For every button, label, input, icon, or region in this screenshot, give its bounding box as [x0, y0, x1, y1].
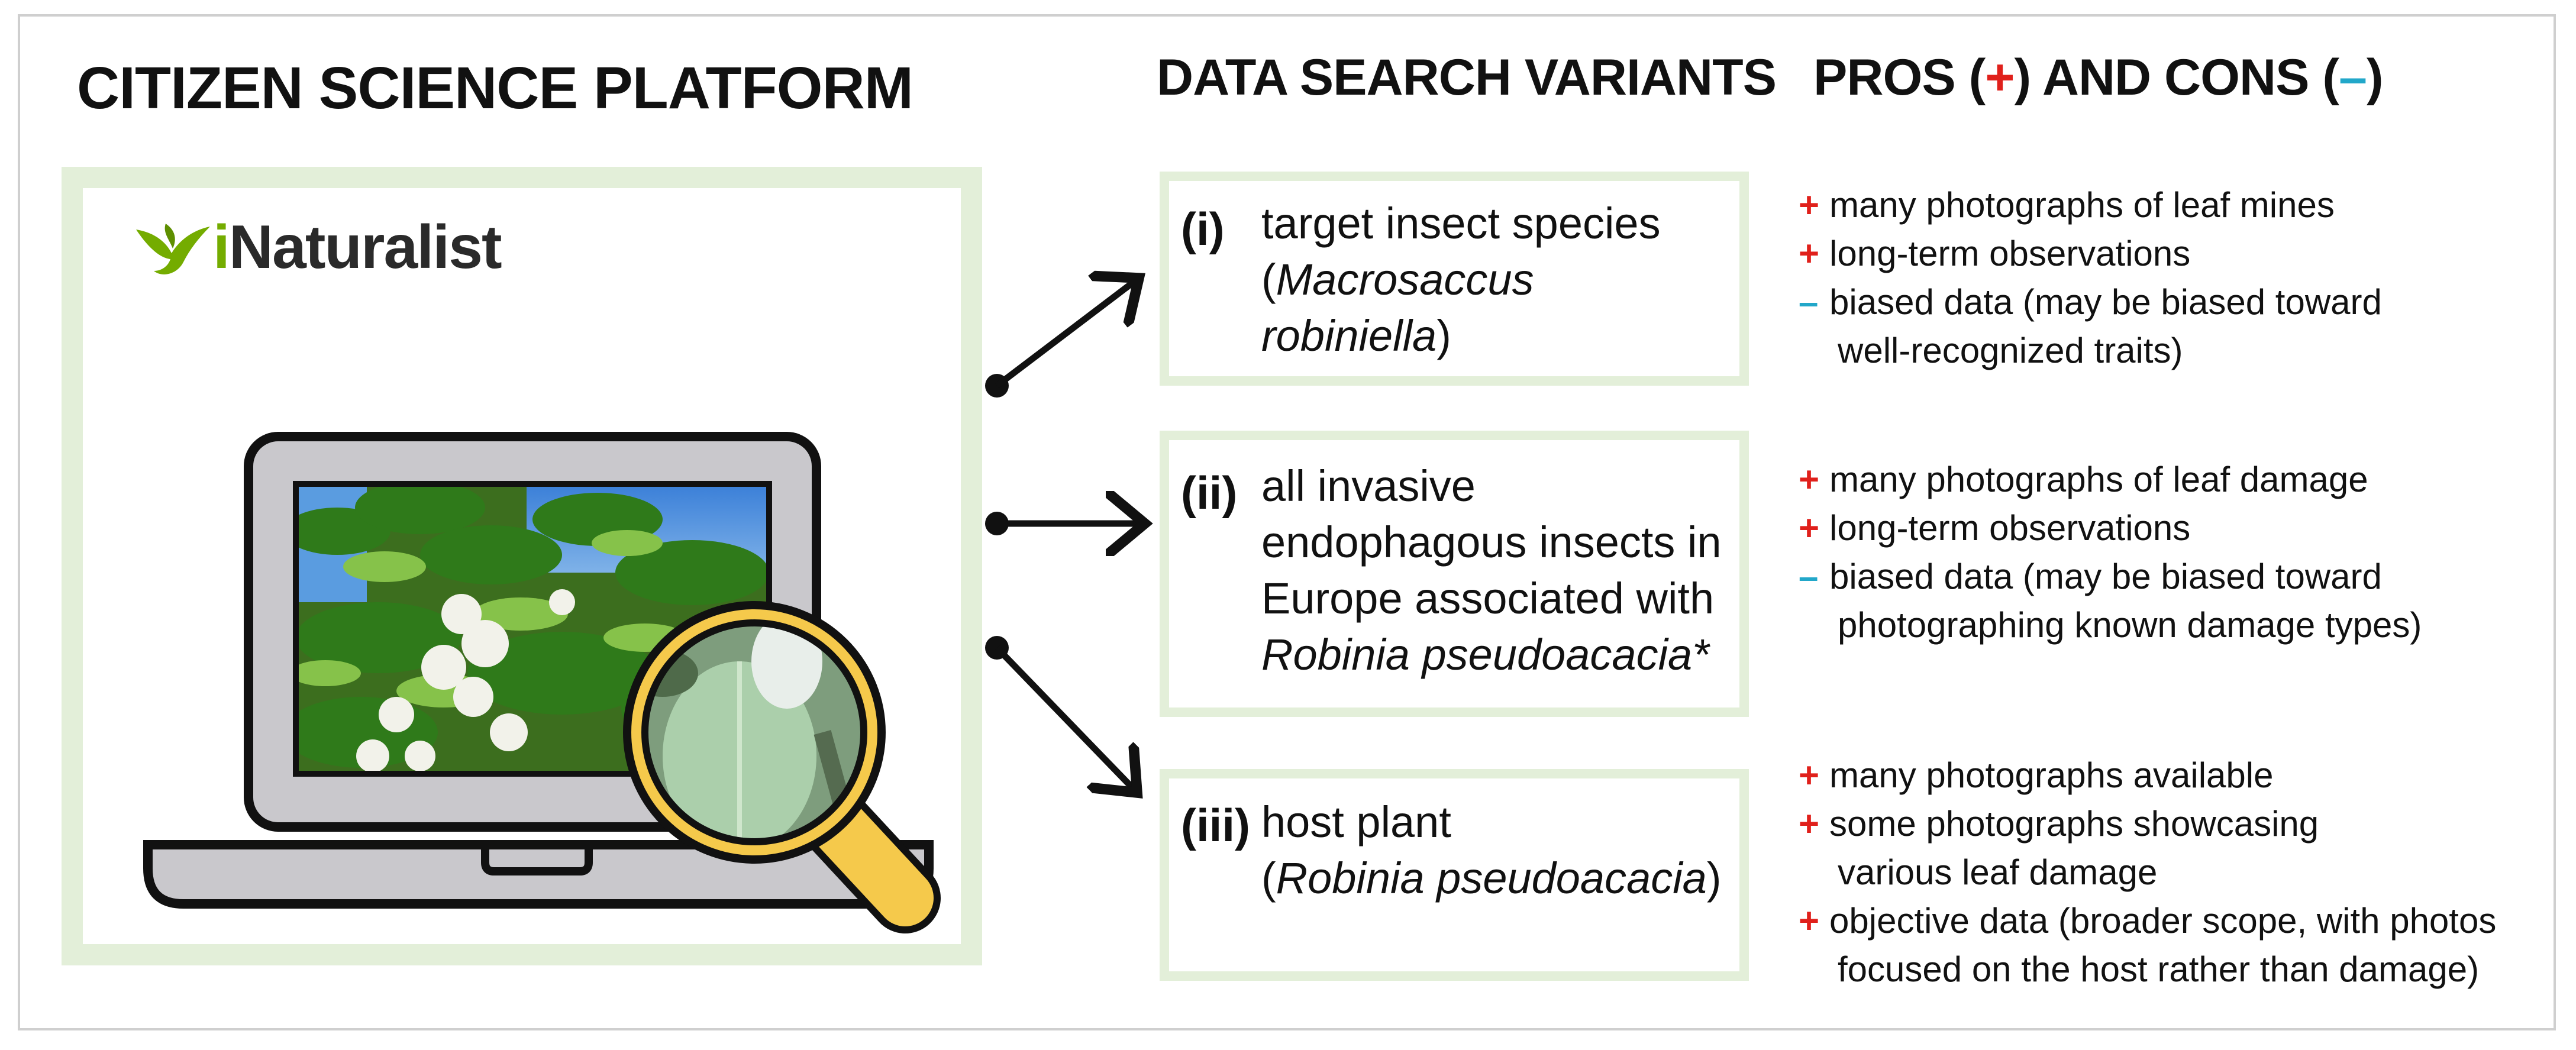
inaturalist-logo: iNaturalist — [130, 212, 502, 283]
platform-panel-inner: iNaturalist — [83, 188, 961, 944]
variant-i-text: target insect species (Macrosaccus robin… — [1261, 199, 1661, 360]
pros-cons-item: +long-term observations — [1799, 234, 2191, 273]
pros-cons-list-i: +many photographs of leaf mines +long-te… — [1799, 181, 2382, 375]
variant-ii-box: (ii) all invasive endophagous insects in… — [1160, 431, 1749, 717]
pros-cons-list-iii: +many photographs available +some photog… — [1799, 751, 2496, 994]
pros-cons-item: +many photographs available — [1799, 755, 2274, 795]
screen-photo — [296, 484, 769, 774]
pros-cons-list-ii: +many photographs of leaf damage +long-t… — [1799, 455, 2422, 650]
pros-cons-item: +many photographs of leaf damage — [1799, 460, 2368, 499]
pros-cons-title: PROS (+) AND CONS (–) — [1813, 49, 2384, 106]
pros-cons-item: focused on the host rather than damage) — [1838, 949, 2480, 989]
pros-cons-item: –biased data (may be biased toward — [1799, 557, 2382, 596]
arrow-to-variant-i — [985, 278, 1139, 398]
variant-ii-number: (ii) — [1181, 467, 1238, 519]
figure-frame — [18, 14, 2556, 1030]
plus-sign: + — [1985, 49, 2015, 106]
variant-ii-text: all invasive endophagous insects in Euro… — [1261, 461, 1722, 679]
variant-iii-box: (iii) host plant (Robinia pseudoacacia) — [1160, 769, 1749, 981]
arrow-to-variant-ii — [985, 512, 1145, 535]
pros-cons-item: –biased data (may be biased toward — [1799, 282, 2382, 322]
laptop-illustration — [143, 432, 941, 933]
pros-cons-item: +objective data (broader scope, with pho… — [1799, 901, 2497, 941]
platform-panel: iNaturalist — [62, 167, 982, 965]
inaturalist-wordmark: iNaturalist — [213, 212, 502, 282]
pros-cons-item: photographing known damage types) — [1838, 605, 2422, 645]
search-variants-title: DATA SEARCH VARIANTS — [1157, 49, 1777, 106]
platform-title: CITIZEN SCIENCE PLATFORM — [77, 55, 913, 121]
pros-cons-item: +many photographs of leaf mines — [1799, 185, 2335, 225]
pros-cons-item: +some photographs showcasing — [1799, 804, 2319, 844]
pros-cons-item: various leaf damage — [1838, 852, 2158, 892]
minus-sign: – — [2339, 49, 2367, 106]
bird-icon — [136, 224, 210, 274]
magnifier-icon — [623, 601, 941, 933]
pros-cons-item: +long-term observations — [1799, 508, 2191, 548]
arrow-to-variant-iii — [985, 636, 1137, 793]
pros-cons-item: well-recognized traits) — [1838, 331, 2183, 370]
variant-i-box: (i) target insect species (Macrosaccus r… — [1160, 172, 1749, 386]
variant-iii-text: host plant (Robinia pseudoacacia) — [1261, 797, 1722, 903]
variant-iii-number: (iii) — [1181, 799, 1250, 851]
arrows-group — [985, 237, 1171, 828]
variant-i-number: (i) — [1181, 203, 1225, 255]
